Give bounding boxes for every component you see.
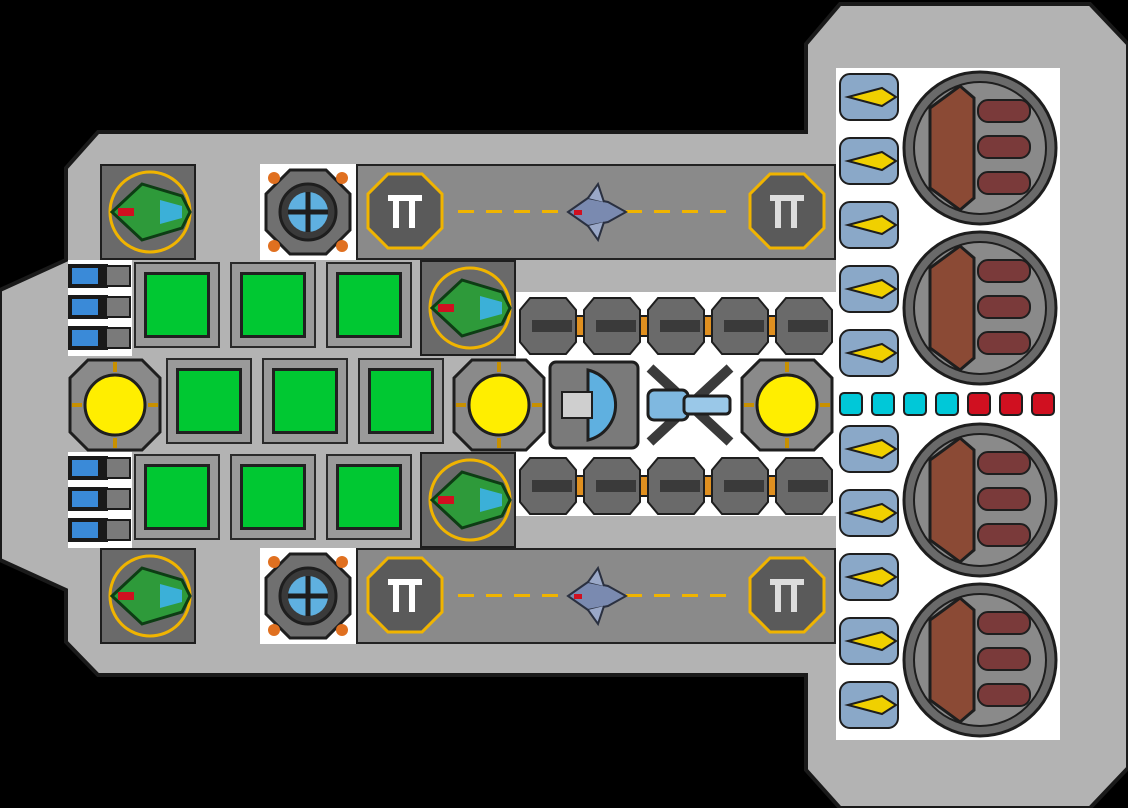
reactor-icon[interactable]	[68, 358, 162, 452]
fighter-dock-top-left[interactable]	[100, 164, 196, 260]
fighter-dock-mid-top[interactable]	[420, 260, 516, 356]
storage-module[interactable]	[326, 262, 412, 348]
hangar-pad-icon	[748, 172, 826, 250]
storage-module[interactable]	[134, 262, 220, 348]
engine-icon	[68, 456, 131, 542]
railgun-row-bottom	[516, 454, 836, 518]
turret-icon	[519, 297, 833, 355]
fighter-icon	[428, 458, 512, 542]
fighter-icon	[566, 181, 628, 243]
turret-icon[interactable]	[900, 68, 1060, 228]
fighter-dock-bottom-left[interactable]	[100, 548, 196, 644]
storage-module[interactable]	[134, 454, 220, 540]
beam-node-row	[839, 392, 1055, 416]
missile-pod-column	[839, 73, 899, 729]
reactor-icon[interactable]	[452, 358, 546, 452]
hangar-runway-top[interactable]	[356, 164, 836, 260]
fighter-icon	[566, 565, 628, 627]
bridge-icon[interactable]	[548, 360, 640, 450]
shield-icon[interactable]	[262, 550, 354, 642]
cannon-icon[interactable]	[644, 360, 738, 450]
fighter-dock-mid-bottom[interactable]	[420, 452, 516, 548]
railgun-row-top	[516, 294, 836, 358]
hangar-pad-icon	[366, 556, 444, 634]
turret-icon[interactable]	[900, 420, 1060, 580]
engine-icon	[68, 264, 131, 350]
storage-module[interactable]	[166, 358, 252, 444]
hangar-pad-icon	[748, 556, 826, 634]
fighter-icon	[108, 170, 192, 254]
storage-module[interactable]	[230, 454, 316, 540]
storage-module[interactable]	[230, 262, 316, 348]
reactor-icon[interactable]	[740, 358, 834, 452]
storage-module[interactable]	[358, 358, 444, 444]
turret-icon	[519, 457, 833, 515]
shield-icon[interactable]	[262, 166, 354, 258]
hangar-pad-icon	[366, 172, 444, 250]
storage-module[interactable]	[326, 454, 412, 540]
fighter-icon	[108, 554, 192, 638]
turret-icon[interactable]	[900, 580, 1060, 740]
hangar-runway-bottom[interactable]	[356, 548, 836, 644]
storage-module[interactable]	[262, 358, 348, 444]
fighter-icon	[428, 266, 512, 350]
turret-icon[interactable]	[900, 228, 1060, 388]
